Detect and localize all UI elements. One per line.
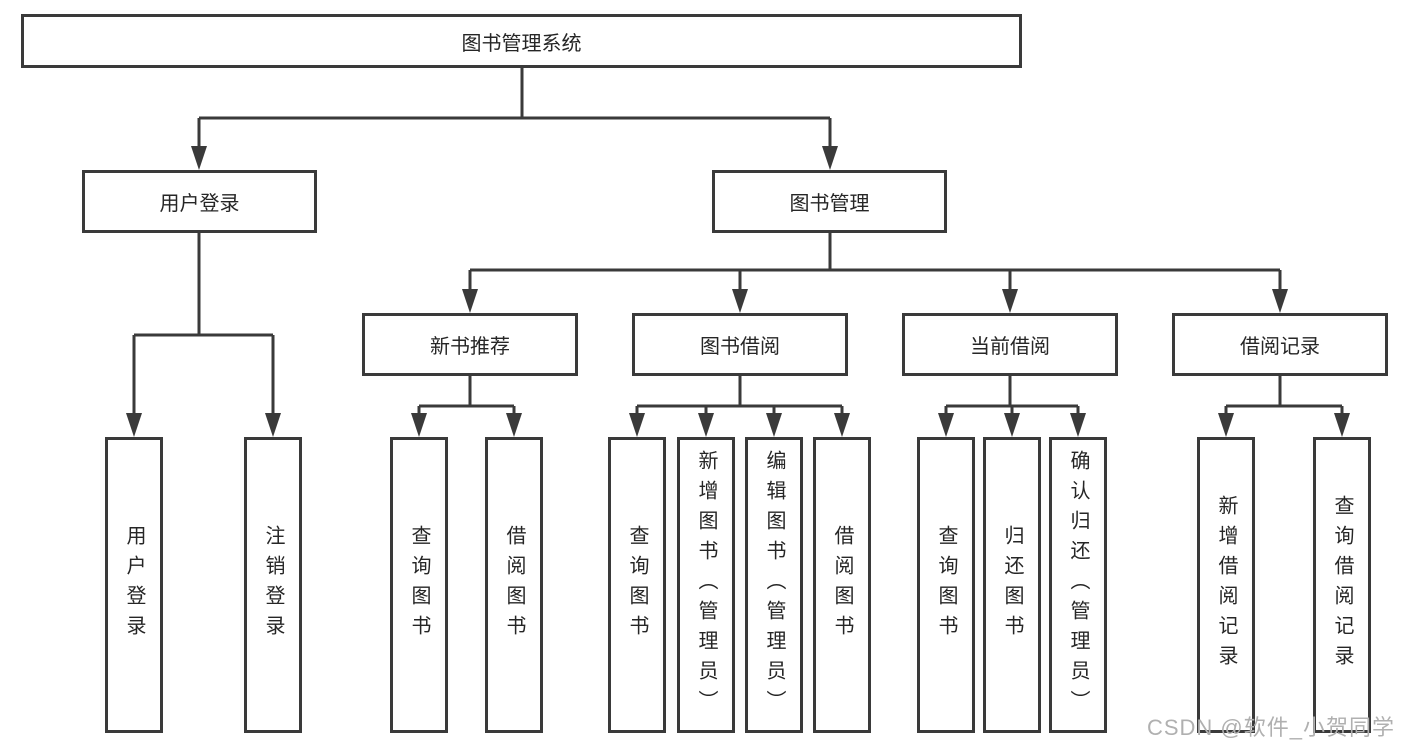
node-borrow-records: 借阅记录 (1172, 313, 1388, 376)
leaf-borrow-books-recommend-label: 借阅图书 (503, 525, 525, 645)
leaf-user-login-label: 用户登录 (123, 525, 145, 645)
leaf-borrow-books-label: 借阅图书 (831, 525, 853, 645)
leaf-logout-label: 注销登录 (262, 525, 284, 645)
leaf-add-book-admin: 新增图书（管理员） (677, 437, 735, 733)
node-current-borrow: 当前借阅 (902, 313, 1118, 376)
leaf-query-books-recommend: 查询图书 (390, 437, 448, 733)
node-book-borrow: 图书借阅 (632, 313, 848, 376)
leaf-borrow-books: 借阅图书 (813, 437, 871, 733)
node-system-root: 图书管理系统 (21, 14, 1022, 68)
leaf-add-borrow-record-label: 新增借阅记录 (1215, 495, 1237, 675)
leaf-query-books-current-label: 查询图书 (935, 525, 957, 645)
watermark-text: CSDN @软件_小贺同学 (1146, 715, 1395, 740)
leaf-query-borrow-record: 查询借阅记录 (1313, 437, 1371, 733)
node-user-login: 用户登录 (82, 170, 317, 233)
leaf-query-books-borrow-label: 查询图书 (626, 525, 648, 645)
leaf-return-book: 归还图书 (983, 437, 1041, 733)
leaf-confirm-return-admin-label: 确认归还（管理员） (1067, 450, 1089, 720)
leaf-edit-book-admin-label: 编辑图书（管理员） (763, 450, 785, 720)
leaf-query-borrow-record-label: 查询借阅记录 (1331, 495, 1353, 675)
leaf-logout: 注销登录 (244, 437, 302, 733)
leaf-query-books-borrow: 查询图书 (608, 437, 666, 733)
node-new-book-recommend: 新书推荐 (362, 313, 578, 376)
leaf-borrow-books-recommend: 借阅图书 (485, 437, 543, 733)
leaf-user-login: 用户登录 (105, 437, 163, 733)
leaf-edit-book-admin: 编辑图书（管理员） (745, 437, 803, 733)
leaf-query-books-recommend-label: 查询图书 (408, 525, 430, 645)
leaf-add-book-admin-label: 新增图书（管理员） (695, 450, 717, 720)
leaf-add-borrow-record: 新增借阅记录 (1197, 437, 1255, 733)
leaf-confirm-return-admin: 确认归还（管理员） (1049, 437, 1107, 733)
node-book-management: 图书管理 (712, 170, 947, 233)
leaf-return-book-label: 归还图书 (1001, 525, 1023, 645)
leaf-query-books-current: 查询图书 (917, 437, 975, 733)
